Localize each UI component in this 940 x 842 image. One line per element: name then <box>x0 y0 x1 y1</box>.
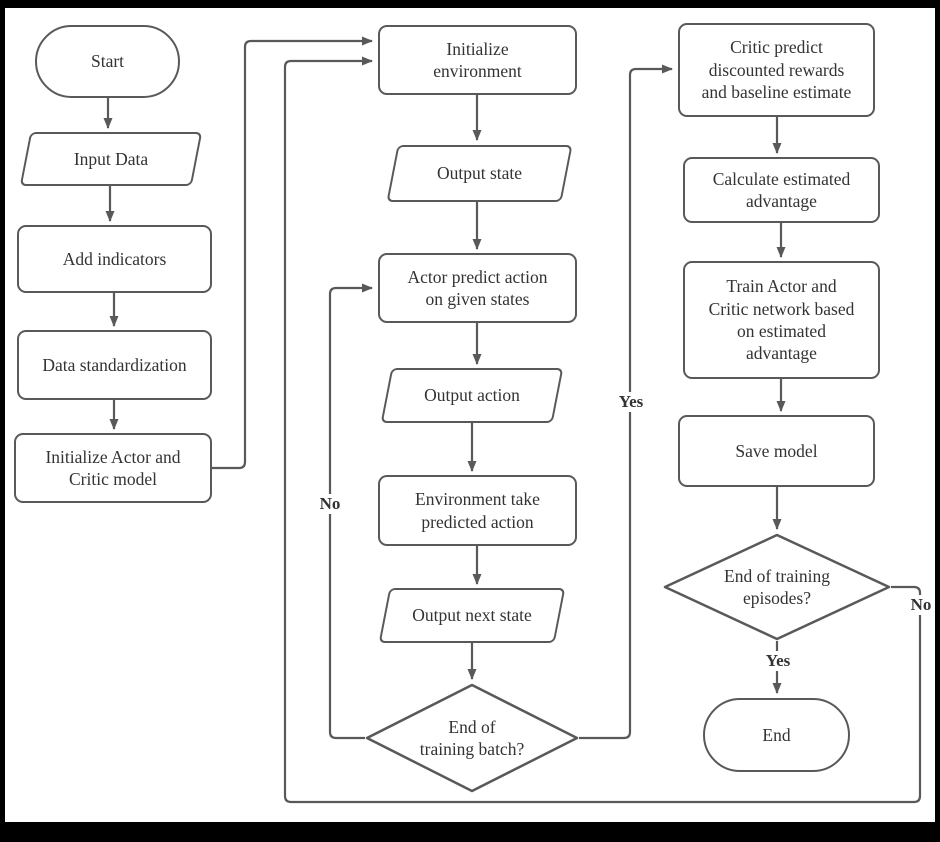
node-critic-predict-label: Critic predict discounted rewards and ba… <box>701 37 852 103</box>
node-output-action-label: Output action <box>424 385 520 406</box>
node-end-of-batch-decision: End of training batch? <box>365 683 579 793</box>
edge-label-episodes-yes: Yes <box>762 651 794 671</box>
edge-label-batch-yes: Yes <box>615 392 647 412</box>
node-save-model-label: Save model <box>735 440 818 461</box>
node-input-data-label: Input Data <box>73 148 149 169</box>
node-output-state: Output state <box>392 145 567 202</box>
node-output-state-label: Output state <box>436 163 523 184</box>
diamond-shape <box>365 683 579 793</box>
node-end-of-batch-label: End of training batch? <box>419 716 525 759</box>
node-env-take-action-label: Environment take predicted action <box>415 489 540 532</box>
node-env-take-action: Environment take predicted action <box>378 475 577 546</box>
node-data-standardization-label: Data standardization <box>42 354 187 375</box>
node-start-label: Start <box>90 51 125 72</box>
node-calc-advantage: Calculate estimated advantage <box>683 157 880 223</box>
node-train-network-label: Train Actor and Critic network based on … <box>708 276 855 364</box>
diamond-shape <box>663 533 891 641</box>
node-actor-predict-label: Actor predict action on given states <box>407 266 548 309</box>
node-init-env: Initialize environment <box>378 25 577 95</box>
edge-label-batch-no: No <box>316 494 344 514</box>
node-output-next-state: Output next state <box>384 588 560 643</box>
node-input-data: Input Data <box>25 132 197 186</box>
node-output-next-state-label: Output next state <box>412 605 532 626</box>
node-end-label: End <box>762 724 791 745</box>
node-data-standardization: Data standardization <box>17 330 212 400</box>
node-end-of-episodes-decision: End of training episodes? <box>663 533 891 641</box>
node-save-model: Save model <box>678 415 875 487</box>
node-train-network: Train Actor and Critic network based on … <box>683 261 880 379</box>
node-init-env-label: Initialize environment <box>433 38 522 81</box>
node-end: End <box>703 698 850 772</box>
node-critic-predict: Critic predict discounted rewards and ba… <box>678 23 875 117</box>
node-calc-advantage-label: Calculate estimated advantage <box>712 168 851 211</box>
node-add-indicators: Add indicators <box>17 225 212 293</box>
edge-label-episodes-no: No <box>907 595 935 615</box>
node-output-action: Output action <box>386 368 558 423</box>
node-init-actor-critic: Initialize Actor and Critic model <box>14 433 212 503</box>
node-init-actor-critic-label: Initialize Actor and Critic model <box>45 446 181 489</box>
node-end-of-episodes-label: End of training episodes? <box>724 565 830 608</box>
node-add-indicators-label: Add indicators <box>62 248 167 269</box>
node-actor-predict: Actor predict action on given states <box>378 253 577 323</box>
node-start: Start <box>35 25 180 98</box>
